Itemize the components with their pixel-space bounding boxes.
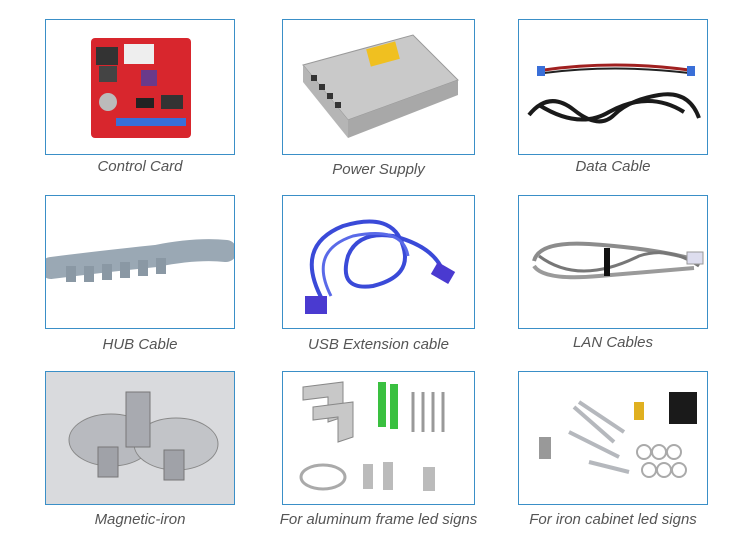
aluminum-frame-parts-tile[interactable]	[282, 371, 475, 505]
caption-magnetic-iron: Magnetic-iron	[94, 511, 186, 528]
caption-usb-cable: USB Extension cable	[308, 336, 449, 353]
lan-cable-icon	[532, 241, 704, 280]
hub-cable-tile[interactable]	[45, 195, 235, 329]
iron-cabinet-parts-icon	[539, 392, 697, 478]
iron-cabinet-parts-tile[interactable]	[518, 371, 708, 505]
power-supply-icon	[302, 34, 459, 138]
caption-iron-cabinet: For iron cabinet led signs	[529, 511, 697, 528]
control-card-tile[interactable]	[45, 19, 235, 155]
caption-data-cable: Data Cable	[575, 158, 651, 175]
hub-cable-icon	[46, 239, 234, 282]
caption-power-supply: Power Supply	[332, 161, 425, 178]
magnet-icon	[46, 372, 234, 504]
data-cable-tile[interactable]	[518, 19, 708, 155]
power-supply-tile[interactable]	[282, 19, 475, 155]
magnetic-iron-tile[interactable]	[45, 371, 235, 505]
caption-lan-cables: LAN Cables	[572, 334, 654, 351]
caption-aluminum-frame: For aluminum frame led signs	[279, 511, 478, 528]
usb-cable-icon	[305, 219, 456, 314]
caption-control-card: Control Card	[97, 158, 183, 175]
caption-hub-cable: HUB Cable	[102, 336, 178, 353]
data-cable-icon	[527, 63, 701, 124]
lan-cables-tile[interactable]	[518, 195, 708, 329]
control-card-icon	[91, 38, 191, 138]
aluminum-frame-parts-icon	[299, 381, 445, 491]
usb-cable-tile[interactable]	[282, 195, 475, 329]
